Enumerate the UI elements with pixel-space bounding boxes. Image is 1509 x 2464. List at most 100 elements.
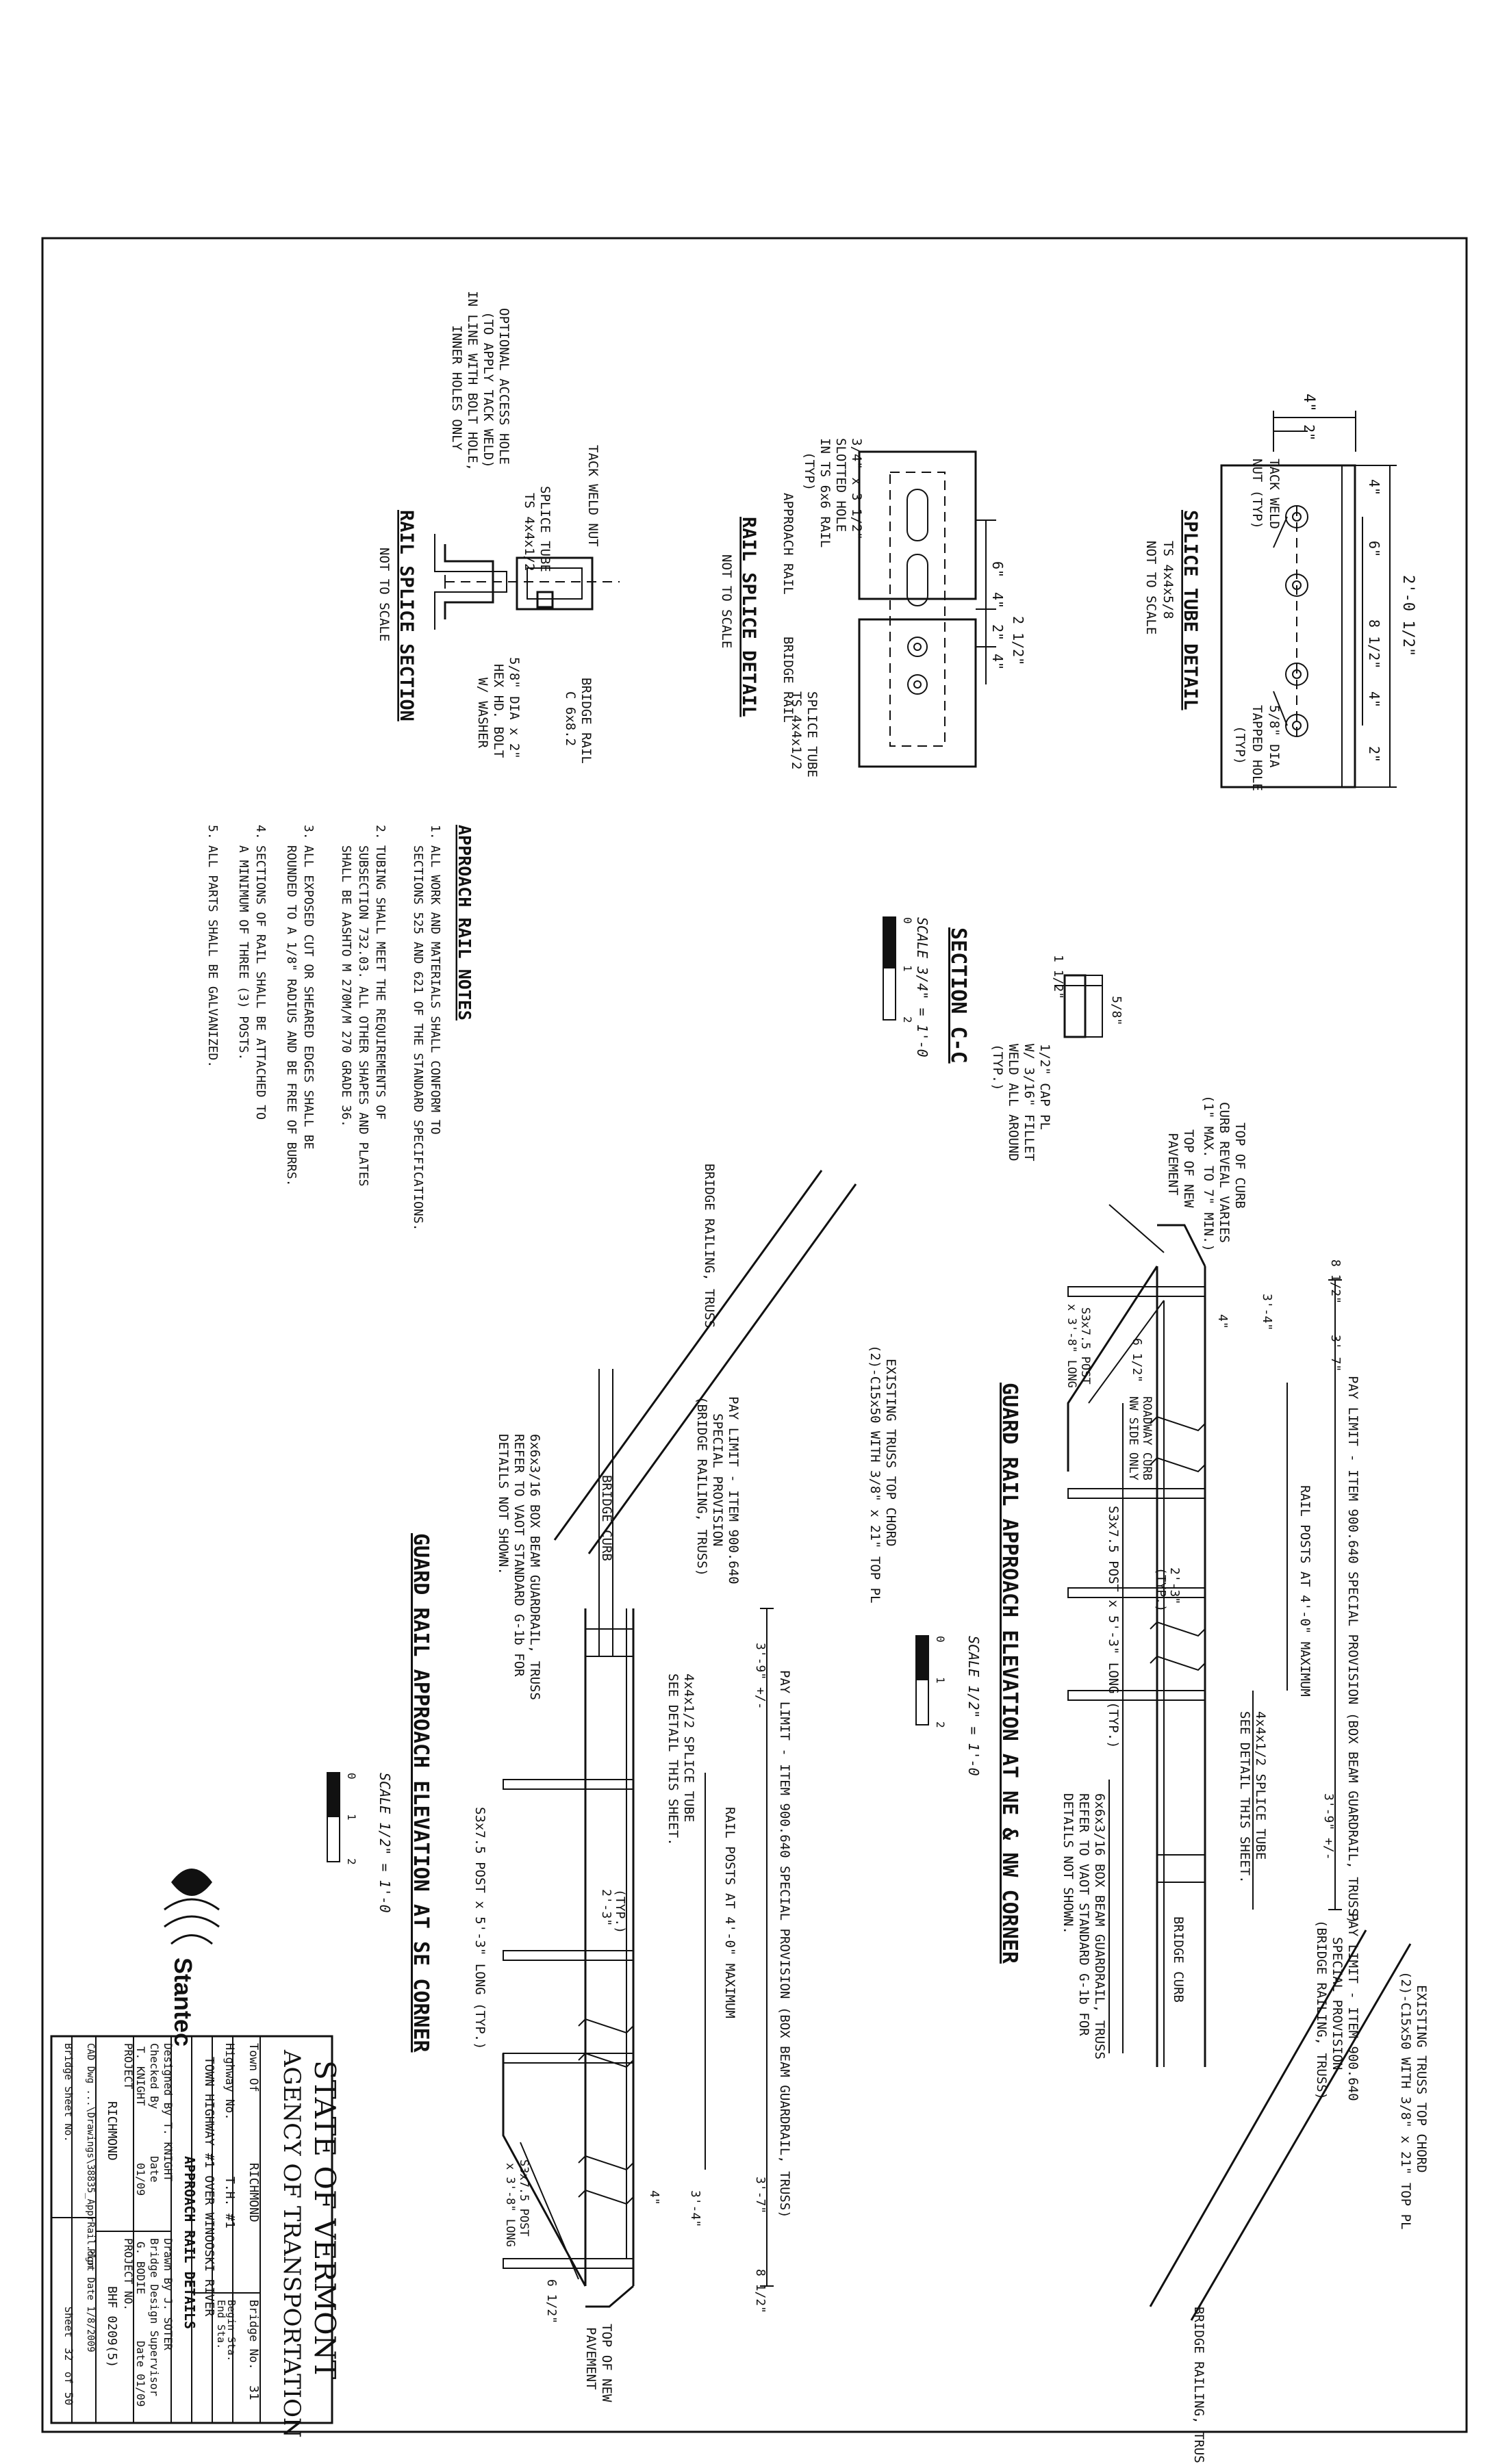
access-hole-2: (TO APPLY TACK WELD) [481,311,496,468]
ne-box-beam-3: DETAILS NOT SHOWN. [1061,1793,1076,1934]
stantec-mark-icon [164,1869,220,1945]
section-cc-title: SECTION C-C [946,927,970,1064]
section-splice-tube-1: SPLICE TUBE [537,486,553,572]
cc-plate-3: WELD ALL AROUND [1006,1044,1021,1162]
access-hole-1: OPTIONAL ACCESS HOLE [496,308,511,465]
se-box-beam-2: REFER TO VAOT STANDARD G-1b FOR [511,1434,527,1677]
rail-splice-section-scale: NOT TO SCALE [377,548,392,641]
cc-tick-1: 1 [901,965,914,972]
splice-tube-detail-title: SPLICE TUBE DETAIL [1180,510,1201,710]
ne-dim-h: (TYP.) [1154,1567,1168,1612]
ne-rail-posts: RAIL POSTS AT 4'-0" MAXIMUM [1297,1485,1313,1697]
cc-tick-2: 2 [901,1016,914,1023]
cc-plate-1: 1/2" CAP PL [1037,1044,1052,1130]
dim-d: 4" [1366,691,1382,708]
ne-bridge-curb: BRIDGE CURB [1171,1916,1186,2003]
dim-overall: 2'-0 1/2" [1399,575,1417,656]
note-4-line-1: SECTIONS OF RAIL SHALL BE ATTACHED TO [253,845,268,1120]
supervisor-label: Bridge Design Supervisor [148,2238,161,2397]
se-pay-limit-2b: SPECIAL PROVISION [710,1413,725,1546]
se-existing-chord-2: (2)-C15x50 WITH 3/8" x 21" TOP PL [867,1345,883,1604]
ne-splice-tube-1: 4x4x1/2 SPLICE TUBE [1253,1711,1268,1860]
note-4-num: 4. [253,825,268,840]
se-dim-e: 4" [647,2190,661,2205]
splice-dim-e: 4" [989,654,1006,670]
se-post-short-1: S3x7.5 POST [517,2159,531,2237]
ne-tick-2: 2 [934,1721,947,1728]
dim-b: 6" [1366,541,1382,557]
note-2-line-2: SUBSECTION 732.03. ALL OTHER SHAPES AND … [356,845,370,1187]
section-bridge-rail-1: BRIDGE RAIL [579,678,594,764]
project-value: RICHMOND [105,2101,119,2161]
dim-e: 2" [1366,746,1382,762]
elev-se-title: GUARD RAIL APPROACH ELEVATION AT SE CORN… [409,1533,433,2053]
section-cc-scale: SCALE 3/4" = 1'-0 [914,917,930,1057]
ne-post-long: S3x7.5 POST x 5'-3" LONG (TYP.) [1106,1506,1121,1749]
note-4-line-2: A MINIMUM OF THREE (3) POSTS. [236,845,251,1060]
checked-date-value: 01/09 [134,2163,147,2196]
note-2-line-3: SHALL BE AASHTO M 270M/M 270 GRADE 36. [339,845,353,1127]
se-splice-tube-2: SEE DETAIL THIS SHEET. [665,1673,681,1846]
cc-dim-top: 1 1/2" [1051,955,1065,999]
ne-dim-a: 8 1/2" [1328,1259,1343,1304]
se-post-short-2: x 3'-8" LONG [503,2163,517,2247]
splice-dim-c: 2 1/2" [1010,616,1026,665]
splice-dim-a: 6" [989,561,1006,578]
ne-pavement-1: TOP OF NEW [1181,1129,1196,1208]
sheet-border [41,237,1468,2433]
supervisor-name: G. BODIE [134,2242,147,2294]
title-block: STATE OF VERMONT AGENCY OF TRANSPORTATIO… [50,2035,342,2438]
agency-line-2: AGENCY OF TRANSPORTATION [278,2049,305,2438]
dim-c: 8 1/2" [1366,619,1382,669]
se-pavement-1: TOP OF NEW [599,2324,614,2402]
elev-se-scale: SCALE 1/2" = 1'-0 [377,1773,393,1913]
ne-tick-1: 1 [934,1677,947,1684]
approach-rail-notes: APPROACH RAIL NOTES 1. ALL WORK AND MATE… [205,825,474,1231]
ne-box-beam-2: REFER TO VAOT STANDARD G-1b FOR [1076,1793,1091,2036]
tapped-hole-label-2: TAPPED HOLE [1250,705,1265,791]
sheet-word: Sheet [62,2307,75,2337]
se-pay-limit-2c: (BRIDGE RAILING, TRUSS) [694,1396,709,1576]
se-box-beam-1: 6x6x3/16 BOX BEAM GUARDRAIL, TRUSS [527,1434,542,1700]
bridge-no-label: Bridge No. [246,2300,260,2370]
rail-splice-detail-title: RAIL SPLICE DETAIL [738,517,759,717]
town-value: RICHMOND [246,2163,261,2222]
bridge-rail-label: BRIDGE RAIL [781,637,796,723]
se-tick-0: 0 [345,1773,358,1780]
tack-weld-label-1: TACK WELD [1267,459,1282,529]
cc-dim-side: 5/8" [1109,996,1124,1025]
checked-by-value: T. KNIGHT [134,2046,147,2106]
se-bridge-railing: BRIDGE RAILING, TRUSS [702,1164,717,1328]
slotted-hole-4: (TYP) [802,452,817,491]
project-no-value: BHF 0209(5) [105,2286,119,2367]
dim-half: 2" [1301,424,1317,441]
ne-box-beam-1: 6x6x3/16 BOX BEAM GUARDRAIL, TRUSS [1092,1793,1107,2059]
se-rail-posts: RAIL POSTS AT 4'-0" MAXIMUM [722,1807,737,2018]
cad-file: CAD Dwg ...\Drawings\38835_ApprRail.dgn [85,2043,96,2268]
ne-dim-c: 3'-9" +/- [1321,1793,1336,1860]
checked-by-label: Checked By [148,2043,161,2109]
section-cc: 1 1/2" 5/8" 1/2" CAP PL W/ 3/16" FILLET … [883,916,1124,1162]
ne-pay-limit-2b: SPECIAL PROVISION [1330,1937,1345,2070]
ne-top-of-curb-3: (1" MAX. TO 7" MIN.) [1201,1095,1216,1252]
cc-plate-2: W/ 3/16" FILLET [1022,1044,1037,1162]
se-pay-limit-2a: PAY LIMIT - ITEM 900.640 [726,1396,741,1584]
se-pay-limit-1: PAY LIMIT - ITEM 900.640 SPECIAL PROVISI… [777,1670,792,2218]
bolt-label-1: 5/8" DIA x 2" [507,657,522,759]
town-label: Town Of [246,2043,260,2092]
se-dim-d: 3'-4" [688,2190,702,2227]
ne-dim-g: 2'-3" [1167,1567,1182,1604]
note-1-line-1: ALL WORK AND MATERIALS SHALL CONFORM TO [428,845,442,1135]
bridge-no-value: 31 [246,2385,261,2400]
agency-line-1: STATE OF VERMONT [308,2060,342,2379]
project-label: PROJECT [122,2043,135,2090]
note-1-line-2: SECTIONS 525 AND 621 OF THE STANDARD SPE… [411,845,425,1231]
ne-dim-d: 3'-4" [1260,1294,1274,1331]
se-existing-chord-1: EXISTING TRUSS TOP CHORD [883,1359,898,1547]
se-dim-g: 2'-3" [599,1889,613,1926]
splice-dim-b: 4" [989,592,1006,608]
ne-post-short-1: S3x7.5 POST [1078,1307,1092,1385]
se-tick-1: 1 [345,1814,358,1821]
se-post-long: S3x7.5 POST x 5'-3" LONG (TYP.) [472,1807,487,2050]
note-3-line-2: ROUNDED TO A 1/8" RADIUS AND BE FREE OF … [284,845,299,1187]
